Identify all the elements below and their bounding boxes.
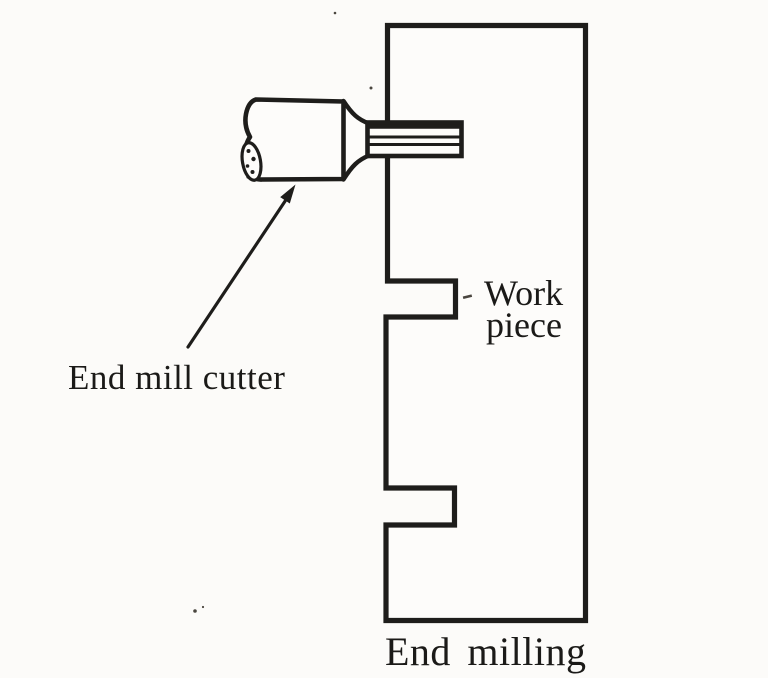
arrow-shaft <box>186 195 290 349</box>
workpiece-outline <box>383 22 589 624</box>
cutter-end-face <box>240 141 263 182</box>
cutter-flutes <box>365 120 464 159</box>
end-face-dot <box>245 164 250 168</box>
end-face-dot <box>251 156 256 162</box>
end-face-dot <box>246 175 250 179</box>
arrow-head <box>280 184 296 204</box>
cutter-neck <box>343 101 369 180</box>
scan-speck <box>462 294 473 300</box>
scan-specks <box>193 11 473 613</box>
scan-speck <box>369 86 373 90</box>
cutter-label: End mill cutter <box>68 358 285 397</box>
end-face-dot <box>250 170 255 174</box>
figure-caption: End milling <box>385 629 587 674</box>
scan-speck <box>193 609 197 613</box>
end-mill-cutter <box>240 97 464 182</box>
scan-speck <box>201 605 205 609</box>
scan-speck <box>333 11 337 15</box>
workpiece-label-line2: piece <box>486 305 562 345</box>
end-face-dot <box>246 149 251 153</box>
cutter-end-face-dots <box>245 149 256 179</box>
workpiece-label-line1: Work <box>484 273 563 313</box>
label-arrow <box>186 184 296 349</box>
